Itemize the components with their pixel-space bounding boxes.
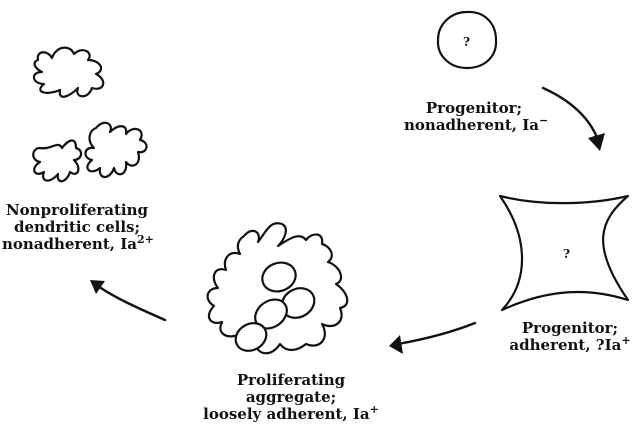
progenitor-adherent-label-line1: Progenitor; (508, 320, 632, 337)
progenitor-adherent-label-line2: adherent, ?Ia (509, 336, 621, 354)
progenitor-nonadherent-label-line1: Progenitor; (404, 100, 544, 117)
progenitor-nonadherent-ia-superscript: − (539, 114, 548, 127)
dendritic-cell-left (33, 140, 81, 181)
proliferating-aggregate-ia-superscript: + (370, 403, 379, 416)
proliferating-aggregate-label-line1: Proliferating (196, 372, 386, 389)
dendritic-cells-label-line1: Nonproliferating (2, 202, 152, 219)
proliferating-aggregate-label: Proliferating aggregate; loosely adheren… (196, 372, 386, 423)
dendritic-cells-label-line3: nonadherent, Ia (2, 235, 137, 253)
progenitor-nonadherent-label: Progenitor; nonadherent, Ia− (404, 100, 544, 134)
dendritic-cells-label: Nonproliferating dendritic cells; nonadh… (2, 202, 152, 253)
progenitor-adherent-label: Progenitor; adherent, ?Ia+ (508, 320, 632, 354)
proliferating-aggregate-label-line3-wrap: loosely adherent, Ia+ (196, 406, 386, 423)
arrow-to-dendritic (90, 280, 165, 320)
dendritic-cell-right (85, 123, 146, 177)
progenitor-adherent-label-line2-wrap: adherent, ?Ia+ (508, 337, 632, 354)
proliferating-aggregate-label-line3: loosely adherent, Ia (203, 405, 369, 423)
proliferating-aggregate-cluster (208, 223, 348, 356)
arrow-to-aggregate (389, 323, 475, 354)
progenitor-adherent-ia-superscript: + (621, 334, 630, 347)
progenitor-nonadherent-label-line2-wrap: nonadherent, Ia− (404, 117, 544, 134)
progenitor-nonadherent-label-line2: nonadherent, Ia (404, 116, 539, 134)
arrow-to-adherent (543, 88, 605, 151)
dendritic-cells-ia-superscript: 2+ (137, 233, 154, 246)
proliferating-aggregate-label-line2: aggregate; (196, 389, 386, 406)
dendritic-cells-label-line3-wrap: nonadherent, Ia2+ (2, 236, 152, 253)
progenitor-adherent-marker: ? (563, 247, 570, 261)
dendritic-cells-group (33, 48, 146, 182)
progenitor-nonadherent-cell: ? (438, 12, 496, 68)
progenitor-nonadherent-marker: ? (463, 35, 470, 49)
dendritic-cells-label-line2: dendritic cells; (2, 219, 152, 236)
dendritic-cell-top (34, 48, 103, 97)
progenitor-adherent-cell: ? (500, 196, 628, 310)
